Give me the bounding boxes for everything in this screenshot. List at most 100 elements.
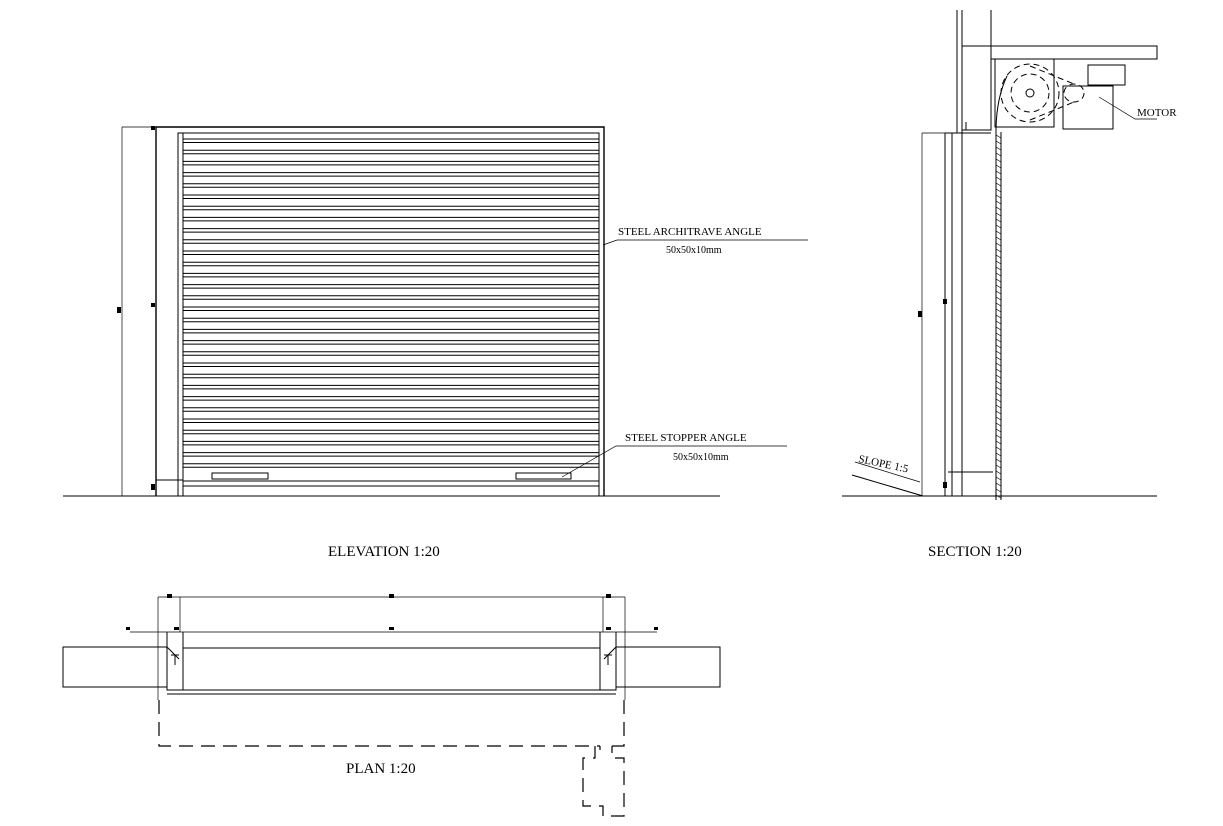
section-title: SECTION 1:20 xyxy=(928,544,1022,560)
curtain-link xyxy=(995,194,1002,199)
dimension-tick xyxy=(126,627,130,630)
curtain-link xyxy=(995,308,1002,313)
curtain-link xyxy=(995,260,1002,265)
dimension-tick xyxy=(151,303,155,307)
lintel-angle xyxy=(963,122,982,131)
curtain-link xyxy=(995,212,1002,217)
curtain-link xyxy=(995,392,1002,397)
plan-view: PLAN 1:20 xyxy=(62,594,721,817)
curtain-link xyxy=(995,146,1002,151)
plan-motor-box xyxy=(582,746,625,817)
curtain-link xyxy=(995,158,1002,163)
motor-leader xyxy=(1098,96,1157,120)
curtain-link xyxy=(995,410,1002,415)
curtain-link xyxy=(995,428,1002,433)
dimension-tick xyxy=(943,482,947,488)
curtain-link xyxy=(995,422,1002,427)
roller-drum xyxy=(1000,63,1060,123)
shutter-curtain xyxy=(995,75,1008,500)
curtain-link xyxy=(995,302,1002,307)
curtain-link xyxy=(995,242,1002,247)
shutter-slats xyxy=(183,138,599,468)
dimension-tick xyxy=(389,627,394,630)
curtain-link xyxy=(995,326,1002,331)
curtain-link xyxy=(995,164,1002,169)
plan-angle-right xyxy=(603,646,617,665)
section-view: MOTOR SLOPE 1:5 SECTION 1:20 xyxy=(842,10,1177,560)
architrave-size: 50x50x10mm xyxy=(666,245,722,256)
motor-housing xyxy=(1062,85,1114,130)
stopper-plate-right xyxy=(515,472,572,480)
plan-wall-left xyxy=(62,646,168,688)
slope-label: SLOPE 1:5 xyxy=(857,453,909,475)
curtain-link xyxy=(995,416,1002,421)
curtain-link xyxy=(995,272,1002,277)
motor-unit xyxy=(1087,64,1126,86)
elevation-inner-frame xyxy=(177,132,600,496)
curtain-link xyxy=(995,482,1002,487)
architrave-leader xyxy=(602,239,808,246)
dimension-tick xyxy=(943,299,947,304)
curtain-link xyxy=(995,356,1002,361)
roller-drum-inner xyxy=(1010,73,1050,113)
curtain-link xyxy=(995,182,1002,187)
curtain-link xyxy=(995,398,1002,403)
curtain-link xyxy=(995,362,1002,367)
plan-title: PLAN 1:20 xyxy=(346,761,416,777)
curtain-link xyxy=(995,470,1002,475)
elevation-title: ELEVATION 1:20 xyxy=(328,544,440,560)
motor-label: MOTOR xyxy=(1137,107,1177,119)
dimension-tick xyxy=(117,307,121,313)
dimension-tick xyxy=(151,126,155,130)
curtain-link xyxy=(995,404,1002,409)
curtain-link xyxy=(995,284,1002,289)
roller-box xyxy=(994,58,1055,128)
dimension-tick xyxy=(167,594,172,598)
curtain-link xyxy=(995,248,1002,253)
curtain-link xyxy=(995,440,1002,445)
dimension-tick xyxy=(918,311,922,317)
curtain-link xyxy=(995,380,1002,385)
curtain-link xyxy=(995,494,1002,499)
plan-roller-box xyxy=(158,700,625,750)
elevation-view: STEEL ARCHITRAVE ANGLE 50x50x10mm STEEL … xyxy=(63,126,808,560)
curtain-link xyxy=(995,464,1002,469)
section-slab xyxy=(990,45,1158,60)
stopper-leader xyxy=(561,445,787,478)
curtain-link xyxy=(995,386,1002,391)
curtain-link xyxy=(995,170,1002,175)
curtain-link xyxy=(995,488,1002,493)
plan-wall-right xyxy=(615,646,721,688)
curtain-link xyxy=(995,314,1002,319)
curtain-link xyxy=(995,332,1002,337)
curtain-link xyxy=(995,344,1002,349)
slope-arrow xyxy=(854,461,921,483)
curtain-link xyxy=(995,350,1002,355)
curtain-link xyxy=(995,338,1002,343)
dimension-tick xyxy=(389,594,394,598)
curtain-link xyxy=(995,224,1002,229)
curtain-link xyxy=(995,218,1002,223)
curtain-link xyxy=(995,200,1002,205)
curtain-link xyxy=(995,188,1002,193)
section-lintel xyxy=(961,45,992,131)
curtain-link xyxy=(995,236,1002,241)
dimension-tick xyxy=(174,627,179,630)
curtain-links xyxy=(995,134,1002,499)
curtain-link xyxy=(995,206,1002,211)
stopper-size: 50x50x10mm xyxy=(673,452,729,463)
curtain-link xyxy=(995,458,1002,463)
stopper-plate-left xyxy=(211,472,269,480)
curtain-link xyxy=(995,476,1002,481)
curtain-link xyxy=(995,296,1002,301)
curtain-link xyxy=(995,140,1002,145)
architrave-label: STEEL ARCHITRAVE ANGLE xyxy=(618,226,762,238)
dimension-tick xyxy=(606,627,611,630)
dimension-tick xyxy=(606,594,611,598)
curtain-link xyxy=(995,368,1002,373)
curtain-link xyxy=(995,266,1002,271)
curtain-link xyxy=(995,446,1002,451)
curtain-link xyxy=(995,290,1002,295)
curtain-link xyxy=(995,374,1002,379)
